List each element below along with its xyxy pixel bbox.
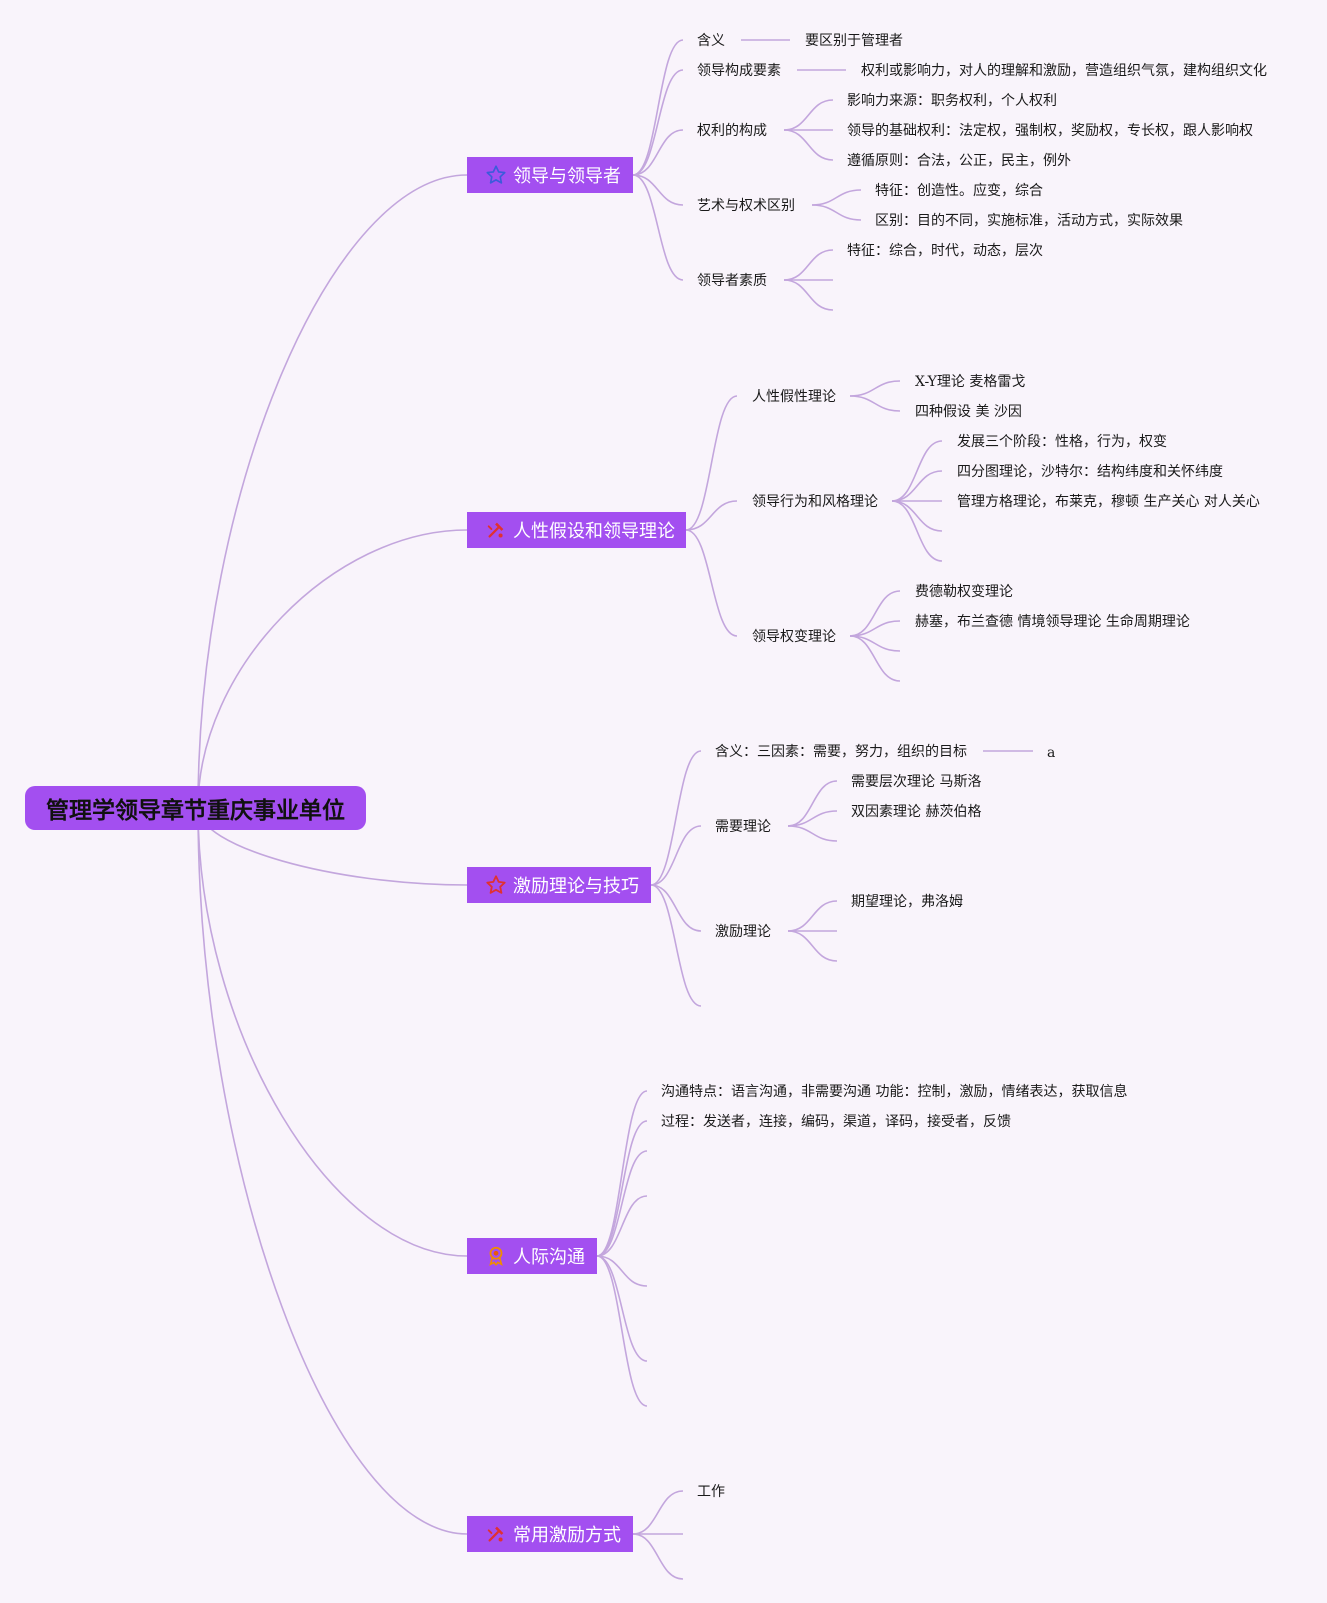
branch-connector <box>787 900 838 932</box>
branch-connector <box>596 1150 648 1257</box>
branch-connector <box>783 129 834 161</box>
topic-human-nature-theory[interactable]: 人性假设和领导理论 <box>467 512 686 548</box>
branch-connector <box>596 1090 648 1257</box>
branch-connector <box>849 590 901 637</box>
branch-connector <box>596 1255 648 1287</box>
leaf-node[interactable]: 领导的基础权利：法定权，强制权，奖励权，专长权，跟人影响权 <box>847 123 1253 139</box>
subtopic-needs-theory[interactable]: 需要理论 <box>715 819 771 835</box>
root-connector <box>197 174 468 809</box>
branch-connector <box>596 1255 648 1407</box>
branch-connector <box>891 500 943 532</box>
branch-connector <box>650 750 702 886</box>
branch-connector <box>650 884 702 932</box>
leaf-node[interactable]: 管理方格理论，布莱克，穆顿 生产关心 对人关心 <box>957 494 1260 510</box>
leaf-node[interactable]: 需要层次理论 马斯洛 <box>851 774 982 790</box>
leaf-node[interactable]: 四种假设 美 沙因 <box>915 404 1022 420</box>
topic-interpersonal-communication[interactable]: 人际沟通 <box>467 1238 597 1274</box>
subtopic-contingency-theory[interactable]: 领导权变理论 <box>752 629 836 645</box>
topic-label: 人性假设和领导理论 <box>513 521 675 542</box>
branch-connector <box>632 1533 684 1580</box>
subtopic-leadership-elements[interactable]: 领导构成要素 <box>697 63 781 79</box>
leaf-node[interactable]: 发展三个阶段：性格，行为，权变 <box>957 434 1167 450</box>
subtopic-communication-process[interactable]: 过程：发送者，连接，编码，渠道，译码，接受者，反馈 <box>661 1114 1011 1130</box>
branch-connector <box>632 1490 684 1535</box>
branch-connector <box>849 380 901 397</box>
branch-connector <box>650 884 702 1007</box>
branch-connector <box>632 39 684 176</box>
tools-icon <box>485 1523 507 1545</box>
star-red-icon <box>485 874 507 896</box>
subtopic-incentive-theory[interactable]: 激励理论 <box>715 924 771 940</box>
subtopic-art-vs-tactics[interactable]: 艺术与权术区别 <box>697 198 795 214</box>
branch-connector <box>783 279 834 311</box>
leaf-node[interactable]: 权利或影响力，对人的理解和激励，营造组织气氛，建构组织文化 <box>861 63 1267 79</box>
leaf-node[interactable]: a <box>1047 745 1056 761</box>
branch-connector <box>811 204 862 221</box>
branch-connector <box>787 930 838 962</box>
branch-connector <box>685 500 738 531</box>
branch-connector <box>632 69 684 176</box>
star-outline-icon <box>485 164 507 186</box>
leaf-node[interactable]: 区别：目的不同，实施标准，活动方式，实际效果 <box>875 213 1183 229</box>
subtopic-work[interactable]: 工作 <box>697 1484 725 1500</box>
branch-connector <box>783 99 834 131</box>
subtopic-power-composition[interactable]: 权利的构成 <box>697 123 767 139</box>
leaf-node[interactable]: 特征：综合，时代，动态，层次 <box>847 243 1043 259</box>
branch-connector <box>685 529 738 637</box>
branch-connector <box>849 395 901 412</box>
branch-connector <box>596 1195 648 1257</box>
leaf-node[interactable]: X-Y理论 麦格雷戈 <box>915 374 1026 390</box>
root-connector <box>197 529 468 809</box>
topic-label: 领导与领导者 <box>513 166 621 187</box>
root-topic[interactable]: 管理学领导章节重庆事业单位 <box>25 786 366 830</box>
branch-connector <box>632 174 684 281</box>
root-connector <box>197 807 468 1535</box>
branch-connector <box>891 440 943 502</box>
root-title: 管理学领导章节重庆事业单位 <box>46 798 345 824</box>
branch-connector <box>596 1120 648 1257</box>
topic-label: 人际沟通 <box>513 1247 585 1268</box>
branch-connector <box>650 825 702 886</box>
leaf-node[interactable]: 期望理论，弗洛姆 <box>851 894 963 910</box>
branch-connector <box>632 129 684 176</box>
leaf-node[interactable]: 要区别于管理者 <box>805 33 903 49</box>
branch-connector <box>787 780 838 827</box>
leaf-node[interactable]: 费德勒权变理论 <box>915 584 1013 600</box>
leaf-node[interactable]: 四分图理论，沙特尔：结构纬度和关怀纬度 <box>957 464 1223 480</box>
branch-connector <box>685 395 738 531</box>
topic-incentive-methods[interactable]: 常用激励方式 <box>467 1516 633 1552</box>
topic-label: 常用激励方式 <box>513 1525 621 1546</box>
topic-motivation-theory[interactable]: 激励理论与技巧 <box>467 867 651 903</box>
branch-connector <box>811 189 862 206</box>
leaf-node[interactable]: 影响力来源：职务权利，个人权利 <box>847 93 1057 109</box>
branch-connector <box>849 635 901 682</box>
tools-icon <box>485 519 507 541</box>
subtopic-communication-features[interactable]: 沟通特点：语言沟通，非需要沟通 功能：控制，激励，情绪表达，获取信息 <box>661 1084 1128 1100</box>
branch-connector <box>787 825 838 842</box>
root-connector <box>197 807 468 1257</box>
branch-connector <box>891 500 943 562</box>
subtopic-human-nature-hypothesis[interactable]: 人性假性理论 <box>752 389 836 405</box>
branch-connector <box>891 470 943 502</box>
subtopic-behavior-style-theory[interactable]: 领导行为和风格理论 <box>752 494 878 510</box>
leaf-node[interactable]: 赫塞，布兰查德 情境领导理论 生命周期理论 <box>915 614 1190 630</box>
leaf-node[interactable]: 特征：创造性。应变，综合 <box>875 183 1043 199</box>
subtopic-leader-quality[interactable]: 领导者素质 <box>697 273 767 289</box>
leaf-node[interactable]: 双因素理论 赫茨伯格 <box>851 804 982 820</box>
subtopic-meaning[interactable]: 含义 <box>697 33 725 49</box>
branch-connector <box>632 174 684 206</box>
subtopic-motivation-meaning[interactable]: 含义：三因素：需要，努力，组织的目标 <box>715 744 967 760</box>
branch-connector <box>783 249 834 281</box>
medal-icon <box>485 1245 507 1267</box>
topic-label: 激励理论与技巧 <box>513 876 639 897</box>
topic-leadership[interactable]: 领导与领导者 <box>467 157 633 193</box>
leaf-node[interactable]: 遵循原则：合法，公正，民主，例外 <box>847 153 1071 169</box>
